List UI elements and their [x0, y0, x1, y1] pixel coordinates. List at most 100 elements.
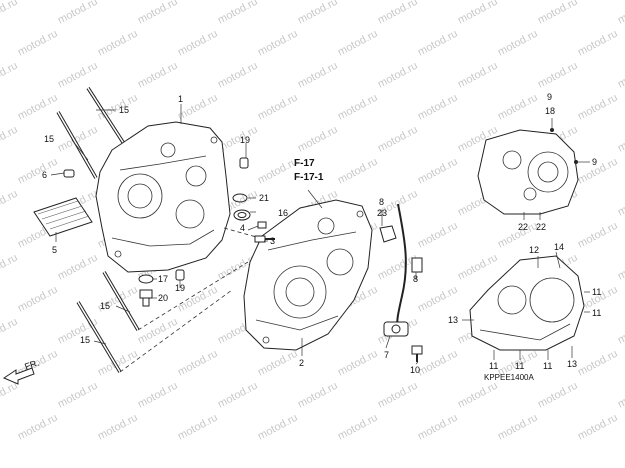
watermark-text: motod.ru	[56, 124, 100, 155]
watermark-text: motod.ru	[336, 156, 380, 187]
watermark-text: motod.ru	[56, 252, 100, 283]
right-crankcase	[243, 199, 373, 351]
watermark-text: motod.ru	[176, 28, 220, 59]
watermark-text: motod.ru	[0, 124, 20, 155]
crankcase-cover-gasket	[469, 255, 585, 351]
watermark-text: motod.ru	[616, 252, 625, 283]
oring-21	[232, 193, 248, 203]
drain-bolt-20	[139, 289, 153, 307]
clamp-23	[379, 225, 397, 243]
stud-bolt-lower-left	[76, 301, 122, 373]
watermark-text: motod.ru	[416, 156, 460, 187]
watermark-text: motod.ru	[416, 284, 460, 315]
watermark-text: motod.ru	[616, 316, 625, 347]
watermark-text: motod.ru	[216, 380, 260, 411]
watermark-text: motod.ru	[416, 28, 460, 59]
watermark-text: motod.ru	[136, 380, 180, 411]
watermark-text: motod.ru	[96, 348, 140, 379]
watermark-text: motod.ru	[16, 284, 60, 315]
stud-bolt-upper-left	[56, 111, 98, 179]
watermark-text: motod.ru	[0, 188, 20, 219]
callout-2: 2	[299, 358, 304, 368]
callout-9-right: 9	[592, 157, 597, 167]
cap-19-upper	[239, 157, 249, 169]
watermark-text: motod.ru	[456, 0, 500, 27]
callout-13-left: 13	[448, 315, 458, 325]
callout-12: 12	[529, 245, 539, 255]
callout-8-top: 8	[379, 197, 384, 207]
callout-15-mid: 15	[44, 134, 54, 144]
callout-16: 16	[278, 208, 288, 218]
watermark-text: motod.ru	[136, 0, 180, 27]
watermark-text: motod.ru	[576, 348, 620, 379]
stud-bolt-lower-right	[102, 271, 140, 331]
watermark-text: motod.ru	[256, 28, 300, 59]
watermark-text: motod.ru	[296, 380, 340, 411]
callout-11-upper: 11	[592, 287, 601, 297]
watermark-text: motod.ru	[136, 60, 180, 91]
leader-lines	[50, 104, 590, 365]
watermark-text: motod.ru	[96, 412, 140, 443]
watermark-text: motod.ru	[56, 380, 100, 411]
watermark-text: motod.ru	[0, 380, 20, 411]
watermark-text: motod.ru	[216, 60, 260, 91]
front-direction-label: FR.	[23, 358, 40, 372]
watermark-text: motod.ru	[456, 60, 500, 91]
callout-11-right: 11	[592, 308, 601, 318]
reference-f17-1: F-17-1	[294, 172, 324, 183]
callout-15-bottom: 15	[80, 335, 90, 345]
callout-17: 17	[158, 274, 168, 284]
callout-22-right: 22	[536, 222, 546, 232]
dowel-pin-6	[63, 169, 75, 178]
watermark-text: motod.ru	[456, 380, 500, 411]
watermark-text: motod.ru	[496, 92, 540, 123]
watermark-text: motod.ru	[496, 28, 540, 59]
watermark-text: motod.ru	[136, 316, 180, 347]
watermark-text: motod.ru	[56, 0, 100, 27]
watermark-text: motod.ru	[576, 412, 620, 443]
callout-11-b1: 11	[489, 361, 498, 371]
watermark-text: motod.ru	[416, 220, 460, 251]
bolt-3	[254, 235, 275, 243]
callout-4: 4	[240, 223, 245, 233]
watermark-text: motod.ru	[336, 412, 380, 443]
callout-9-top: 9	[547, 92, 552, 102]
watermark-text: motod.ru	[96, 28, 140, 59]
watermark-text: motod.ru	[576, 220, 620, 251]
oil-strainer-screen	[33, 197, 93, 237]
watermark-text: motod.ru	[576, 156, 620, 187]
callout-19-upper: 19	[240, 135, 250, 145]
watermark-text: motod.ru	[416, 412, 460, 443]
watermark-text: motod.ru	[616, 60, 625, 91]
callout-5: 5	[52, 245, 57, 255]
callout-23: 23	[377, 208, 387, 218]
watermark-text: motod.ru	[256, 92, 300, 123]
watermark-text: motod.ru	[296, 124, 340, 155]
alignment-line-a	[119, 289, 233, 373]
watermark-text: motod.ru	[616, 188, 625, 219]
cap-19-lower	[175, 269, 185, 281]
watermark-text: motod.ru	[576, 28, 620, 59]
watermark-text: motod.ru	[616, 0, 625, 27]
callout-14: 14	[554, 242, 564, 252]
watermark-text: motod.ru	[616, 124, 625, 155]
callout-22-left: 22	[518, 222, 528, 232]
callout-1: 1	[178, 94, 183, 104]
callout-19-lower: 19	[175, 283, 185, 293]
bolt-10	[411, 345, 423, 362]
watermark-text: motod.ru	[16, 412, 60, 443]
watermark-text: motod.ru	[336, 28, 380, 59]
watermark-text: motod.ru	[496, 412, 540, 443]
watermark-text: motod.ru	[536, 60, 580, 91]
alignment-line-b	[137, 261, 249, 331]
watermark-text: motod.ru	[456, 252, 500, 283]
clutch-cover-gasket-assembly	[477, 128, 579, 215]
watermark-text: motod.ru	[616, 380, 625, 411]
catalog-code: KPPEE1400A	[484, 373, 534, 382]
watermark-text: motod.ru	[16, 92, 60, 123]
watermark-text: motod.ru	[376, 0, 420, 27]
left-crankcase	[95, 121, 231, 273]
watermark-text: motod.ru	[0, 60, 20, 91]
watermark-text: motod.ru	[376, 124, 420, 155]
